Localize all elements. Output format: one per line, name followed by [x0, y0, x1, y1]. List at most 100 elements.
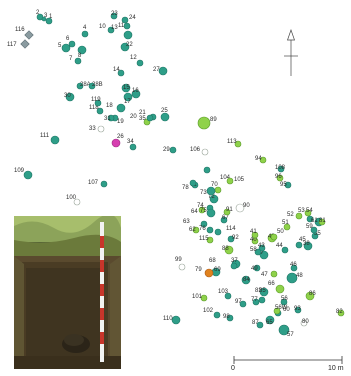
feature-label-40: 40: [250, 237, 257, 243]
feature-marker-63: [200, 220, 208, 228]
feature-label-81: 81: [319, 218, 326, 224]
feature-marker-4: [81, 30, 89, 38]
feature-marker-39: [259, 250, 269, 260]
feature-label-113: 113: [227, 139, 237, 145]
feature-marker-57: [278, 324, 290, 336]
feature-marker-8: [74, 57, 82, 65]
feature-marker-35: [146, 114, 154, 122]
feature-label-10: 10: [99, 24, 106, 30]
feature-marker-5: [61, 43, 71, 53]
feature-label-73: 73: [200, 190, 207, 196]
scale-end-label: 10 m: [328, 365, 344, 372]
feature-label-14: 14: [113, 67, 120, 73]
feature-label-103: 103: [218, 289, 229, 295]
feature-marker-58: [254, 248, 262, 256]
feature-marker-106: [201, 148, 209, 156]
feature-label-64: 64: [191, 209, 198, 215]
feature-label-98: 98: [223, 314, 230, 320]
feature-marker-76: [206, 226, 214, 234]
feature-label-104: 104: [220, 175, 231, 181]
feature-label-91: 91: [226, 207, 233, 213]
feature-label-87: 87: [252, 320, 259, 326]
feature-label-99: 99: [175, 257, 182, 263]
feature-marker-97: [239, 300, 247, 308]
feature-label-80: 80: [302, 319, 309, 325]
feature-label-116: 116: [15, 27, 25, 33]
feature-label-41: 41: [250, 229, 257, 235]
feature-marker-88: [224, 245, 234, 255]
feature-marker-110: [171, 315, 181, 325]
feature-marker-100: [73, 198, 81, 206]
feature-marker-27: [158, 66, 168, 76]
feature-marker-105: [226, 177, 234, 185]
feature-marker-41: [251, 231, 259, 239]
feature-marker-22: [120, 42, 130, 52]
feature-label-107: 107: [88, 180, 99, 186]
feature-label-35: 35: [139, 116, 146, 122]
feature-label-59: 59: [306, 224, 313, 230]
feature-marker-94: [259, 156, 267, 164]
feature-marker-108: [277, 165, 285, 173]
feature-label-67: 67: [222, 215, 229, 221]
feature-label-48: 48: [296, 273, 303, 279]
feature-marker-64: [198, 206, 206, 214]
feature-label-108: 108: [275, 165, 286, 171]
feature-label-55: 55: [314, 231, 321, 237]
feature-label-12: 12: [130, 55, 137, 61]
feature-label-97: 97: [235, 299, 242, 305]
feature-label-56: 56: [281, 296, 288, 302]
feature-label-63: 63: [183, 219, 190, 225]
feature-marker-111: [50, 135, 60, 145]
feature-label-100: 100: [66, 195, 77, 201]
feature-label-102: 102: [203, 308, 214, 314]
feature-marker-84: [241, 275, 251, 285]
feature-marker-50: [270, 233, 278, 241]
feature-marker-78: [189, 179, 197, 187]
feature-marker-86: [305, 291, 315, 301]
feature-marker-53: [306, 215, 314, 223]
feature-marker-16: [131, 89, 141, 99]
feature-marker-51: [283, 223, 291, 231]
feature-label-75: 75: [200, 208, 207, 214]
feature-marker-85: [259, 287, 269, 297]
feature-marker-77: [252, 298, 260, 306]
feature-label-62: 62: [189, 227, 196, 233]
feature-marker-104: [203, 166, 211, 174]
feature-label-72: 72: [208, 194, 215, 200]
feature-label-44: 44: [276, 243, 283, 249]
feature-marker-31: [107, 114, 115, 122]
feature-marker-93: [294, 306, 302, 314]
feature-marker-26: [111, 138, 121, 148]
feature-label-27: 27: [153, 67, 160, 73]
feature-marker-102: [213, 311, 221, 319]
feature-label-5: 5: [58, 43, 62, 49]
feature-marker-46: [290, 264, 298, 272]
feature-label-46: 46: [290, 262, 297, 268]
feature-marker-96: [276, 174, 284, 182]
feature-label-96: 96: [275, 174, 282, 180]
feature-label-118: 118: [89, 105, 99, 111]
feature-marker-119: [94, 99, 102, 107]
feature-label-93: 93: [294, 306, 301, 312]
feature-marker-107: [100, 180, 108, 188]
feature-marker-65: [265, 315, 275, 325]
feature-marker-80: [300, 319, 308, 327]
feature-marker-67: [220, 216, 228, 224]
feature-label-4: 4: [83, 25, 87, 31]
feature-label-47: 47: [261, 272, 268, 278]
feature-marker-48: [286, 272, 298, 284]
feature-label-105: 105: [234, 177, 245, 183]
feature-label-69: 69: [214, 267, 221, 273]
feature-label-101: 101: [192, 294, 203, 300]
feature-label-22: 22: [126, 42, 133, 48]
feature-label-33: 33: [89, 126, 96, 132]
feature-marker-47: [270, 270, 278, 278]
feature-label-111: 111: [40, 133, 50, 139]
feature-marker-52: [295, 212, 303, 220]
feature-label-28B: 28B: [92, 82, 103, 88]
feature-marker-62: [192, 226, 200, 234]
feature-label-92: 92: [232, 235, 239, 241]
feature-label-83: 83: [255, 288, 262, 294]
feature-label-7: 7: [69, 56, 73, 62]
